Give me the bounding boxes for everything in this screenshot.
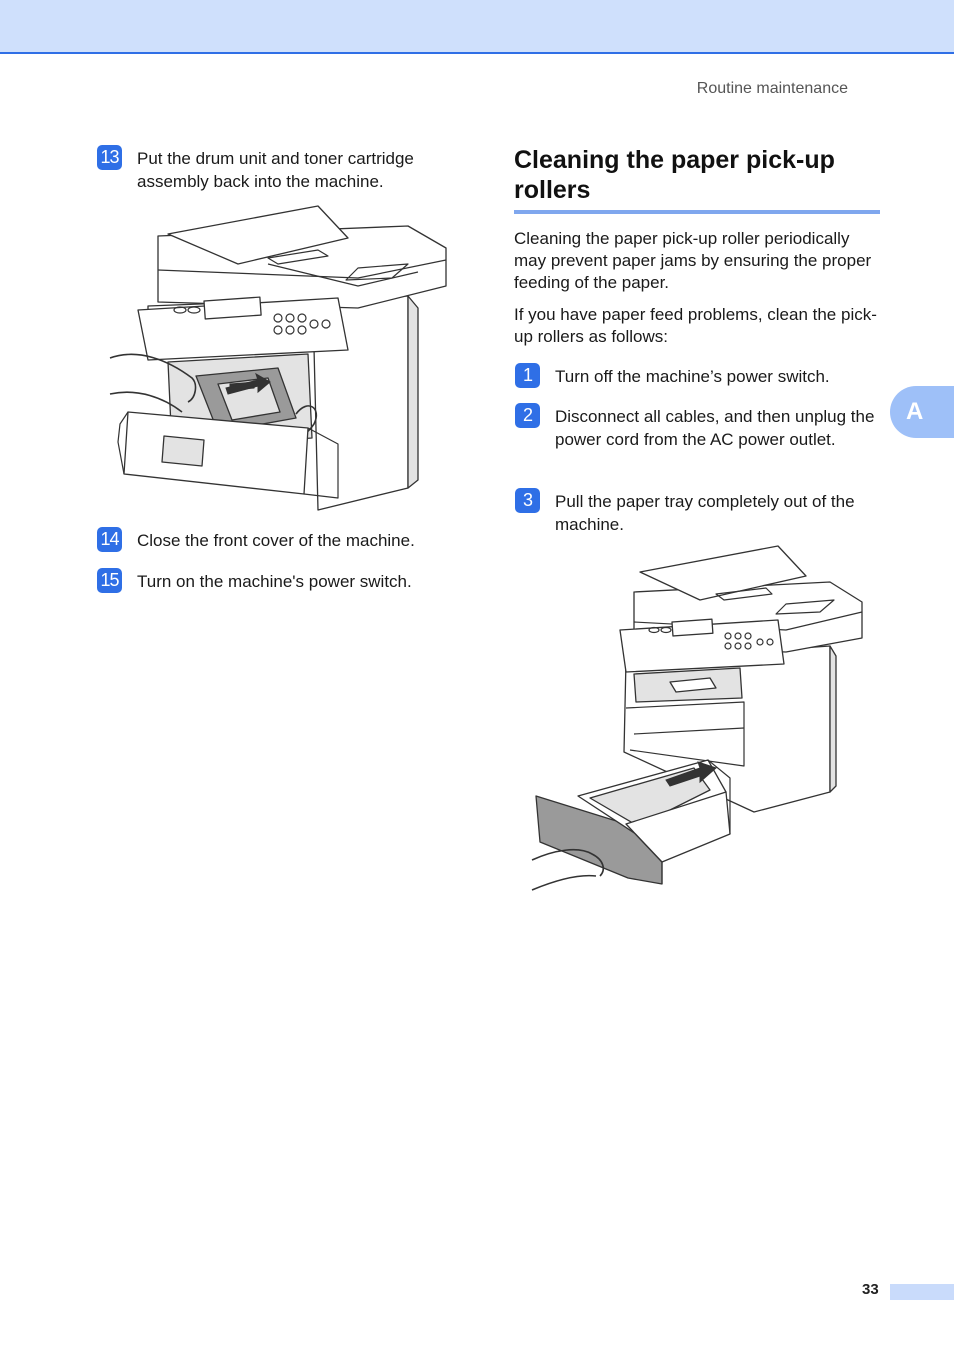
page-number-bar <box>890 1284 954 1300</box>
step-number-badge: 15 <box>97 568 122 593</box>
step-number-badge: 2 <box>515 403 540 428</box>
step-text: Close the front cover of the machine. <box>137 531 415 550</box>
step-text: Put the drum unit and toner cartridge as… <box>137 149 414 191</box>
paper-tray-removal-illustration <box>531 545 863 891</box>
step-2: 2 Disconnect all cables, and then unplug… <box>515 403 880 451</box>
intro-paragraph-2: If you have paper feed problems, clean t… <box>514 305 877 346</box>
title-underline <box>514 210 880 214</box>
running-header: Routine maintenance <box>696 80 848 97</box>
step-3: 3 Pull the paper tray completely out of … <box>515 488 880 536</box>
step-13: 13 Put the drum unit and toner cartridge… <box>97 145 457 193</box>
step-text: Disconnect all cables, and then unplug t… <box>555 407 875 449</box>
step-14: 14 Close the front cover of the machine. <box>97 527 467 553</box>
step-number-badge: 13 <box>97 145 122 170</box>
step-text: Turn off the machine’s power switch. <box>555 367 830 386</box>
step-15: 15 Turn on the machine's power switch. <box>97 568 467 594</box>
step-text: Turn on the machine's power switch. <box>137 572 412 591</box>
step-1: 1 Turn off the machine’s power switch. <box>515 363 880 389</box>
step-number-badge: 14 <box>97 527 122 552</box>
page-number: 33 <box>862 1281 879 1298</box>
step-number-badge: 1 <box>515 363 540 388</box>
header-band <box>0 0 954 54</box>
printer-drum-insertion-illustration <box>109 205 447 511</box>
step-text: Pull the paper tray completely out of th… <box>555 492 855 534</box>
section-title: Cleaning the paper pick-up rollers <box>514 146 835 204</box>
appendix-tab: A <box>890 386 954 438</box>
intro-paragraph: Cleaning the paper pick-up roller period… <box>514 229 872 292</box>
step-number-badge: 3 <box>515 488 540 513</box>
